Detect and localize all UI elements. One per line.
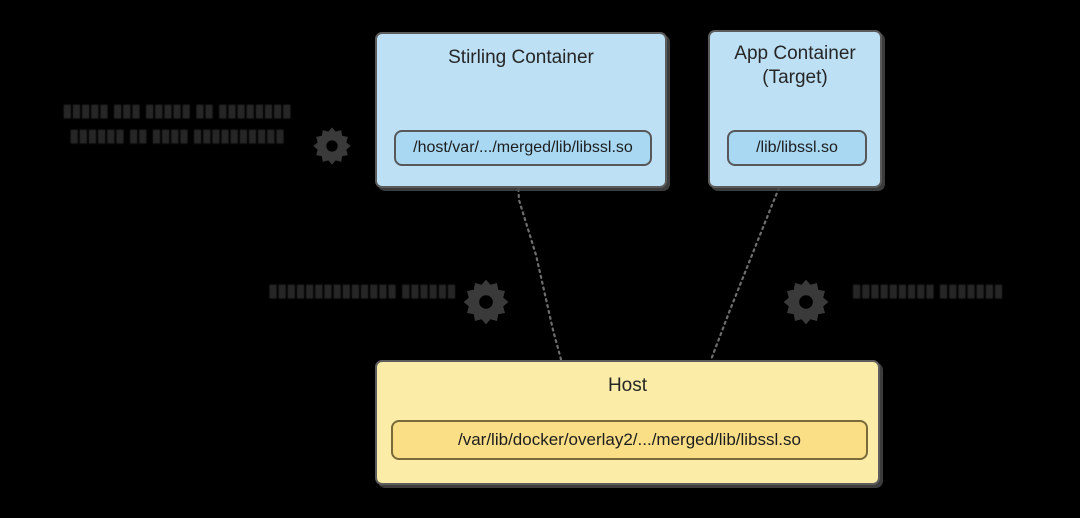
host-library-path-pill: /var/lib/docker/overlay2/.../merged/lib/… [391, 420, 868, 460]
host-title: Host [607, 375, 648, 396]
gear-icon [462, 278, 510, 326]
gear-icon [312, 126, 352, 166]
app-library-path-text: /lib/libssl.so [756, 139, 838, 156]
annotation-middle-obscured: ▮▮▮▮▮▮▮▮▮▮▮▮▮▮ ▮▮▮▮▮▮ [268, 281, 456, 300]
app-library-path-pill: /lib/libssl.so [727, 130, 867, 166]
app-container-box: App Container (Target) /lib/libssl.so [708, 30, 882, 188]
stirling-library-path-text: /host/var/.../merged/lib/libssl.so [413, 139, 633, 156]
host-library-path-text: /var/lib/docker/overlay2/.../merged/lib/… [458, 430, 801, 449]
host-box: Host /var/lib/docker/overlay2/.../merged… [375, 360, 880, 485]
stirling-library-path-pill: /host/var/.../merged/lib/libssl.so [394, 130, 652, 166]
annotation-right-obscured: ▮▮▮▮▮▮▮▮▮ ▮▮▮▮▮▮▮ [852, 281, 1004, 300]
stirling-container-box: Stirling Container /host/var/.../merged/… [375, 32, 667, 188]
app-container-title: App Container (Target) [734, 43, 856, 88]
annotation-left-obscured: ▮▮▮▮▮ ▮▮▮ ▮▮▮▮▮ ▮▮ ▮▮▮▮▮▮▮▮ ▮▮▮▮▮▮ ▮▮ ▮▮… [62, 101, 292, 145]
stirling-container-title: Stirling Container [448, 47, 594, 68]
gear-icon [782, 278, 830, 326]
